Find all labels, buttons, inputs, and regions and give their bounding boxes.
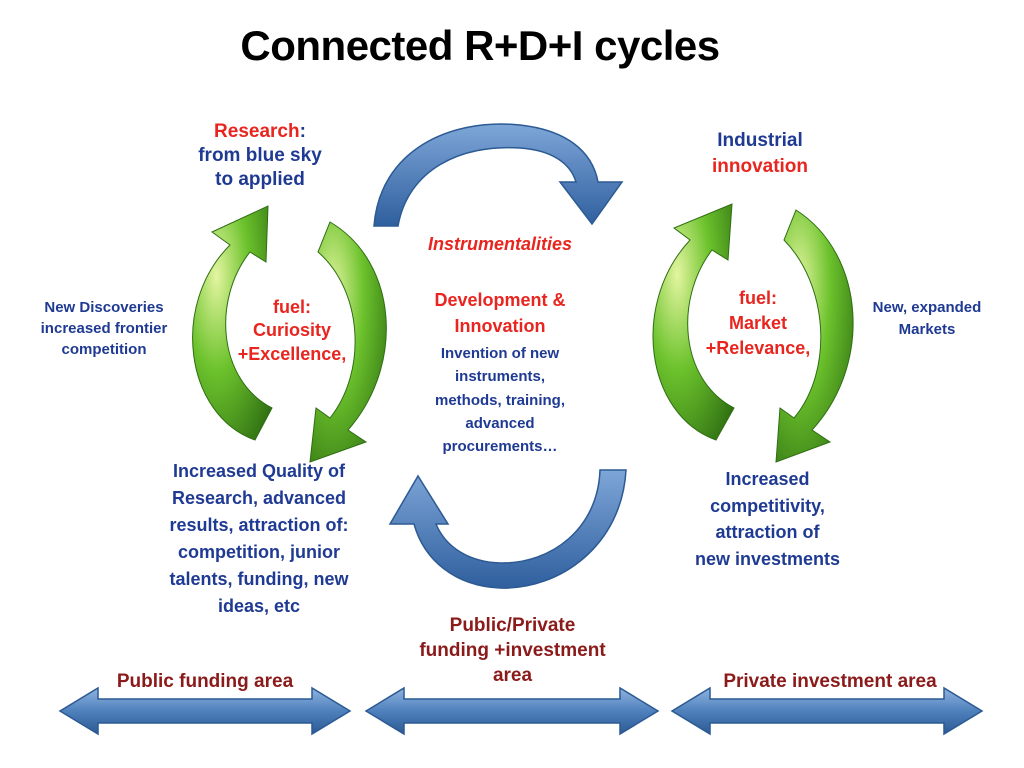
- industrial-innovation-label: Industrial innovation: [711, 130, 809, 178]
- instrumentalities-label: Instrumentalities: [427, 234, 573, 254]
- research-outcomes-label: Increased Quality of Research, advanced …: [169, 461, 349, 616]
- mixed-area-arrow: [364, 686, 660, 736]
- research-label: Research: from blue sky to applied: [198, 121, 322, 190]
- public-funding-area-label: Public funding area: [116, 671, 294, 692]
- slide-title: Connected R+D+I cycles: [240, 22, 720, 69]
- development-innovation-label: Development & Innovation: [434, 290, 566, 337]
- public-area-arrow: [58, 686, 352, 736]
- right-cycle-arrows: [652, 203, 854, 463]
- left-cycle-arrows: [192, 205, 387, 463]
- development-description: Invention of new instruments, methods, t…: [434, 345, 565, 455]
- private-investment-area-label: Private investment area: [723, 671, 937, 692]
- mixed-funding-area-label: Public/Private funding +investment area: [419, 615, 606, 687]
- new-markets-label: New, expanded Markets: [872, 299, 982, 338]
- private-area-arrow: [670, 686, 984, 736]
- new-discoveries-label: New Discoveries increased frontier compe…: [40, 299, 168, 358]
- right-fuel-label: fuel: Market +Relevance,: [705, 288, 811, 359]
- left-fuel-label: fuel: Curiosity +Excellence,: [237, 297, 347, 364]
- top-connector-arrow: [373, 123, 624, 227]
- bottom-connector-arrow: [388, 469, 627, 589]
- industrial-outcomes-label: Increased competitivity, attraction of n…: [694, 469, 841, 569]
- research-heading: Research: [214, 121, 300, 142]
